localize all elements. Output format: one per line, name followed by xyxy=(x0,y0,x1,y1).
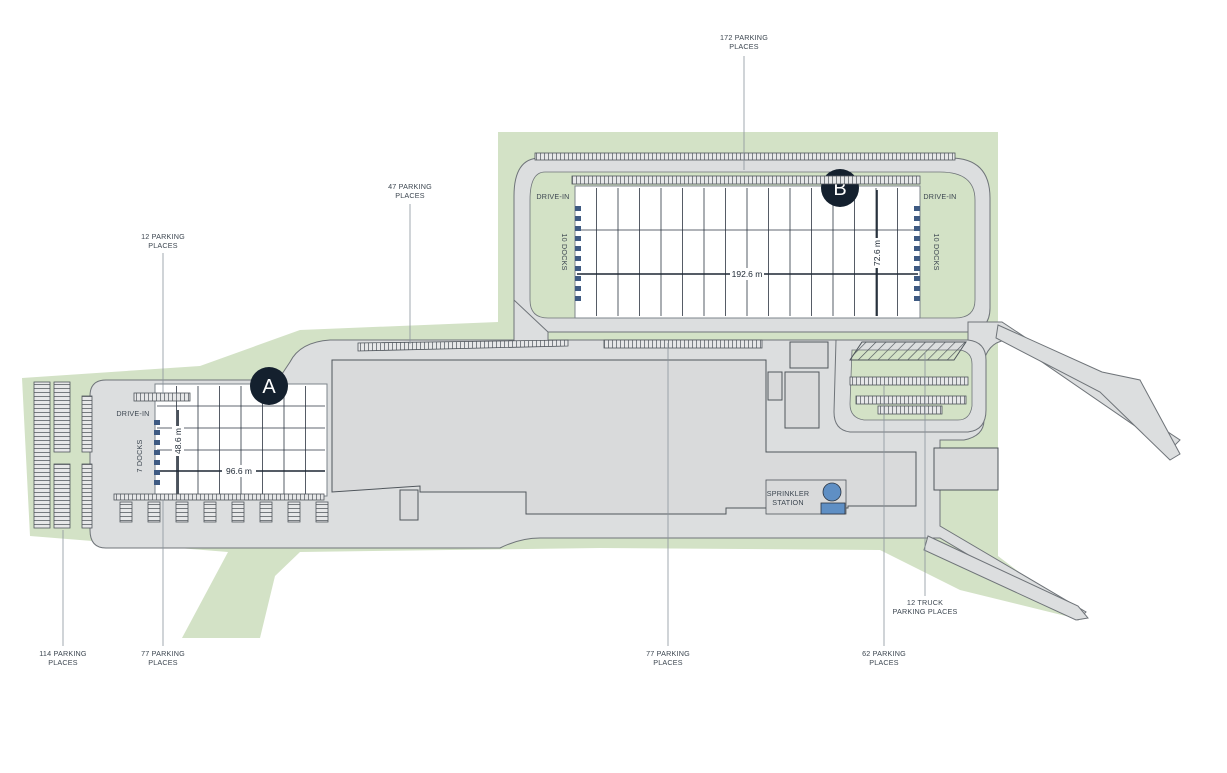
building-b-docks-left xyxy=(575,206,581,301)
dock xyxy=(154,480,160,485)
dock xyxy=(575,286,581,291)
sprinkler-pump-icon xyxy=(820,502,846,515)
parking-172-line2: PLACES xyxy=(729,42,759,51)
dock xyxy=(914,256,920,261)
building-b-docks-right-label: 10 DOCKS xyxy=(932,233,941,270)
dock xyxy=(914,246,920,251)
sprinkler-label-line1: SPRINKLER xyxy=(767,489,810,498)
parking-114-line1: 114 PARKING xyxy=(39,649,87,658)
dock xyxy=(154,470,160,475)
sprinkler-station: SPRINKLER STATION xyxy=(765,479,847,515)
building-a-width: 48.6 m xyxy=(173,428,183,454)
dock xyxy=(914,286,920,291)
building-a-bays xyxy=(157,386,325,494)
building-b-docks-left-label: 10 DOCKS xyxy=(560,233,569,270)
parking-12-line2: PLACES xyxy=(148,241,178,250)
parking-stall-block xyxy=(147,501,161,523)
building-a-docks-label: 7 DOCKS xyxy=(135,440,144,473)
dock xyxy=(154,450,160,455)
building-a-badge-label: A xyxy=(262,376,276,398)
dock xyxy=(575,226,581,231)
parking-south-a xyxy=(119,501,329,523)
parking-114-line2: PLACES xyxy=(48,658,78,667)
parking-77-b-line1: 77 PARKING xyxy=(646,649,690,658)
sprinkler-label-line2: STATION xyxy=(772,498,803,507)
dock xyxy=(575,276,581,281)
dock xyxy=(914,216,920,221)
parking-stall-block xyxy=(231,501,245,523)
parking-12-line1: 12 PARKING xyxy=(141,232,185,241)
leader-lines xyxy=(62,56,926,646)
building-b-docks-right xyxy=(914,206,920,301)
dock xyxy=(575,266,581,271)
dock xyxy=(914,206,920,211)
parking-stall-block xyxy=(175,501,189,523)
sprinkler-tank-icon xyxy=(822,482,842,502)
parking-172-line1: 172 PARKING xyxy=(720,33,768,42)
dock xyxy=(154,460,160,465)
dock xyxy=(154,430,160,435)
building-b-bays xyxy=(577,188,918,316)
dock xyxy=(914,276,920,281)
parking-62-line2: PLACES xyxy=(869,658,899,667)
parking-47-line1: 47 PARKING xyxy=(388,182,432,191)
dock xyxy=(575,236,581,241)
dock xyxy=(154,440,160,445)
building-a-badge xyxy=(250,367,288,405)
dock xyxy=(575,206,581,211)
dock xyxy=(154,420,160,425)
building-a-drive-in: DRIVE-IN xyxy=(116,409,149,418)
dock xyxy=(575,246,581,251)
dock xyxy=(575,256,581,261)
parking-47-line2: PLACES xyxy=(395,191,425,200)
dock xyxy=(914,266,920,271)
building-a-length: 96.6 m xyxy=(226,466,252,476)
central-building xyxy=(331,341,999,521)
parking-stall-block xyxy=(259,501,273,523)
building-b: 192.6 m 72.6 m DRIVE-IN DRIVE-IN 10 DOCK… xyxy=(536,169,956,319)
parking-labels: 172 PARKING PLACES 47 PARKING PLACES 12 … xyxy=(39,33,957,667)
parking-77-a-line1: 77 PARKING xyxy=(141,649,185,658)
dock xyxy=(914,226,920,231)
parking-62-line1: 62 PARKING xyxy=(862,649,906,658)
building-b-width: 72.6 m xyxy=(872,240,882,266)
building-a-docks xyxy=(154,420,160,485)
truck-parking-line1: 12 TRUCK xyxy=(907,598,943,607)
truck-parking-line2: PARKING PLACES xyxy=(893,607,958,616)
building-b-length: 192.6 m xyxy=(732,269,763,279)
building-b-drive-in-right: DRIVE-IN xyxy=(923,192,956,201)
building-b-drive-in-left: DRIVE-IN xyxy=(536,192,569,201)
parking-stall-block xyxy=(315,501,329,523)
parking-77-b-line2: PLACES xyxy=(653,658,683,667)
parking-stall-block xyxy=(203,501,217,523)
dock xyxy=(575,216,581,221)
dock xyxy=(914,296,920,301)
parking-77-a-line2: PLACES xyxy=(148,658,178,667)
parking-stall-block xyxy=(287,501,301,523)
dock xyxy=(575,296,581,301)
parking-areas xyxy=(33,152,969,529)
dock xyxy=(914,236,920,241)
parking-stall-block xyxy=(119,501,133,523)
